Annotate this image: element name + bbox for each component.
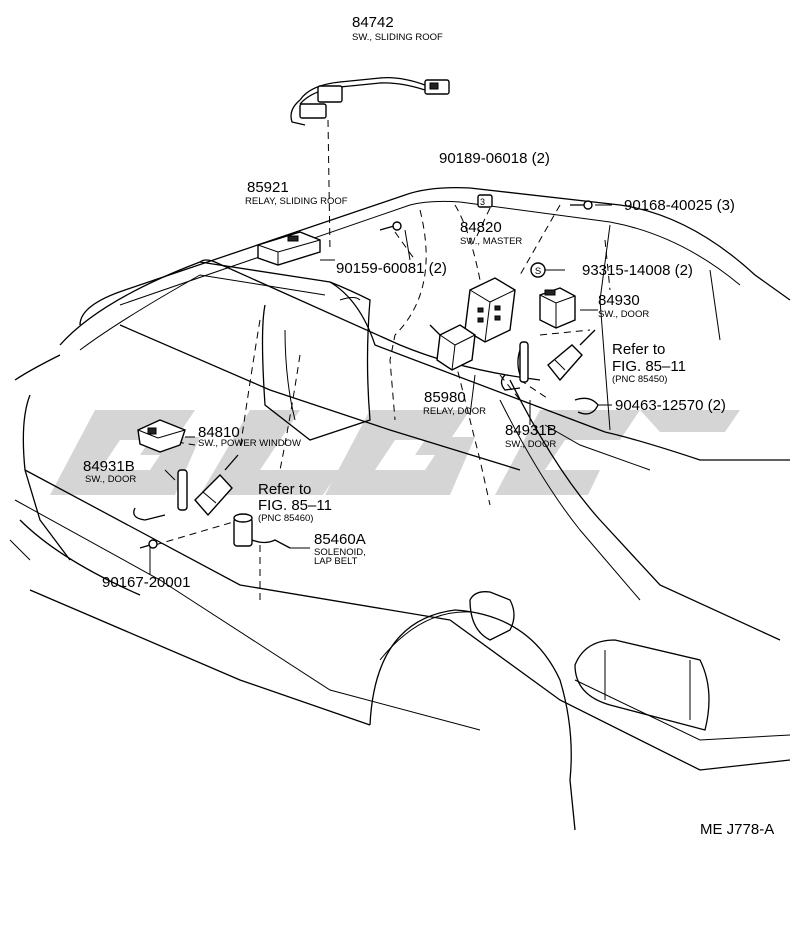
ref-left-line3: (PNC 85460) — [258, 513, 313, 524]
ref-left-line1: Refer to — [258, 481, 311, 498]
part-number-p90159: 90159-60081 (2) — [336, 260, 447, 277]
power-window-switch-drawing — [137, 419, 186, 453]
sliding-roof-relay-drawing — [257, 231, 321, 266]
screw-symbol-letter: S — [535, 266, 541, 277]
part-number-p84931b-r: 84931B — [505, 422, 557, 439]
door-switch-84930-drawing — [539, 287, 576, 329]
part-number-p84742: 84742 — [352, 14, 394, 31]
ref-right-line2: FIG. 85–11 — [612, 358, 686, 375]
reference-code: ME J778-A — [700, 821, 774, 838]
part-desc2-p85460a: LAP BELT — [314, 556, 358, 567]
screw-symbol-circle — [530, 262, 546, 278]
part-desc-p84931b-r: SW., DOOR — [505, 439, 556, 450]
part-desc-p84810: SW., POWER WINDOW — [198, 438, 301, 449]
door-relay-drawing — [429, 324, 476, 371]
part-desc-p84742: SW., SLIDING ROOF — [352, 32, 443, 43]
part-number-p85460a: 85460A — [314, 531, 366, 548]
leader-lines — [149, 119, 612, 600]
master-switch-drawing — [464, 277, 516, 343]
part-number-p90168: 90168-40025 (3) — [624, 197, 735, 214]
part-number-p84931b-l: 84931B — [83, 458, 135, 475]
door-lock-left-drawing — [133, 454, 239, 521]
part-desc-p85980: RELAY, DOOR — [423, 406, 486, 417]
part-desc-p85921: RELAY, SLIDING ROOF — [245, 196, 348, 207]
part-desc-p85460a: SOLENOID, — [314, 547, 366, 558]
part-number-p93315: 93315-14008 (2) — [582, 262, 693, 279]
part-desc-p84931b-l: SW., DOOR — [85, 474, 136, 485]
car-body-outline — [9, 187, 791, 831]
part-number-p90167: 90167-20001 — [102, 574, 190, 591]
screws-drawing: 3 — [139, 194, 593, 549]
part-desc-p84930: SW., DOOR — [598, 309, 649, 320]
part-number-p90463: 90463-12570 (2) — [615, 397, 726, 414]
solenoid-drawing — [233, 513, 291, 549]
part-number-p90189: 90189-06018 (2) — [439, 150, 550, 167]
part-number-p84820: 84820 — [460, 219, 502, 236]
part-number-p84810: 84810 — [198, 424, 240, 441]
door-lock-right-drawing — [500, 329, 599, 415]
sliding-roof-switch-drawing — [290, 77, 450, 126]
ref-right-line1: Refer to — [612, 341, 665, 358]
ref-left-line2: FIG. 85–11 — [258, 497, 332, 514]
svg-text:3: 3 — [480, 197, 485, 207]
part-number-p85980: 85980 — [424, 389, 466, 406]
part-desc-p84820: SW., MASTER — [460, 236, 522, 247]
part-number-p85921: 85921 — [247, 179, 289, 196]
part-number-p84930: 84930 — [598, 292, 640, 309]
ref-right-line3: (PNC 85450) — [612, 374, 667, 385]
